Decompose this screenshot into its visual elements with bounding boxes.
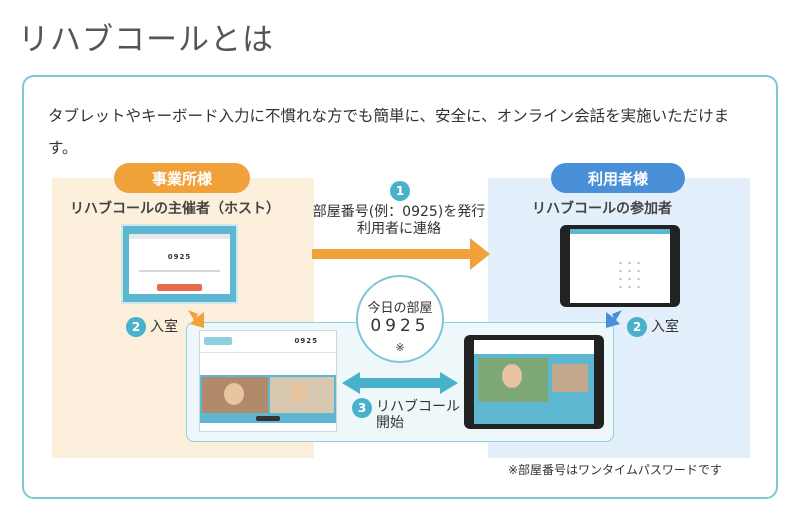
keypad-image xyxy=(616,259,644,293)
step1-arrow-head xyxy=(470,238,490,270)
video-feed-user xyxy=(270,377,334,413)
host-badge: 事業所様 xyxy=(114,163,250,193)
room-code: 0925 xyxy=(370,316,430,336)
step2-user-label: 入室 xyxy=(651,319,679,335)
step2-user-arrow xyxy=(606,310,622,328)
page-title: リハブコールとは xyxy=(18,22,274,58)
video-feed-host xyxy=(202,377,268,413)
host-screen-code: 0925 xyxy=(167,253,192,261)
video-feed-self xyxy=(552,364,588,392)
person-image xyxy=(224,383,244,405)
room-label: 今日の部屋 xyxy=(367,301,433,316)
person-image xyxy=(290,383,308,403)
user-call-screen xyxy=(464,335,604,429)
step2-host-circle: 2 xyxy=(126,317,146,337)
call-controls xyxy=(256,416,280,421)
call-header: 0925 xyxy=(200,331,336,353)
room-note: ※ xyxy=(395,341,405,354)
room-badge xyxy=(356,275,444,363)
step2-host-label: 入室 xyxy=(150,319,178,335)
step3-circle: 3 xyxy=(352,398,372,418)
footnote: ※部屋番号はワンタイムパスワードです xyxy=(508,463,722,477)
user-role-label: リハブコールの参加者 xyxy=(532,201,672,217)
browser-bar xyxy=(129,234,230,239)
step3-double-arrow xyxy=(342,372,458,394)
divider xyxy=(139,270,220,272)
logo xyxy=(204,337,232,345)
person-image xyxy=(502,364,522,388)
video-feed-main xyxy=(478,358,548,402)
video-area xyxy=(474,354,594,424)
step1-line2: 利用者に連絡 xyxy=(357,221,441,237)
host-tablet-image: 0925 xyxy=(121,224,238,304)
step1-line1: 部屋番号(例：0925)を発行 xyxy=(312,204,486,220)
step2-user-circle: 2 xyxy=(627,317,647,337)
start-button-image xyxy=(157,284,202,291)
step3-line2: 開始 xyxy=(376,415,404,431)
step1-arrow xyxy=(312,249,472,259)
step1-circle: 1 xyxy=(390,181,410,201)
user-badge: 利用者様 xyxy=(551,163,685,193)
video-area xyxy=(200,375,336,423)
host-role-label: リハブコールの主催者（ホスト） xyxy=(70,201,280,217)
step3-line1: リハブコール xyxy=(376,399,460,415)
intro-text: タブレットやキーボード入力に不慣れな方でも簡単に、安全に、オンライン会話を実施い… xyxy=(48,107,730,157)
step2-host-arrow xyxy=(188,310,204,328)
user-tablet-image xyxy=(560,225,680,307)
tablet-header xyxy=(570,229,670,234)
host-call-code: 0925 xyxy=(294,337,318,345)
host-call-screen: 0925 xyxy=(199,330,337,432)
